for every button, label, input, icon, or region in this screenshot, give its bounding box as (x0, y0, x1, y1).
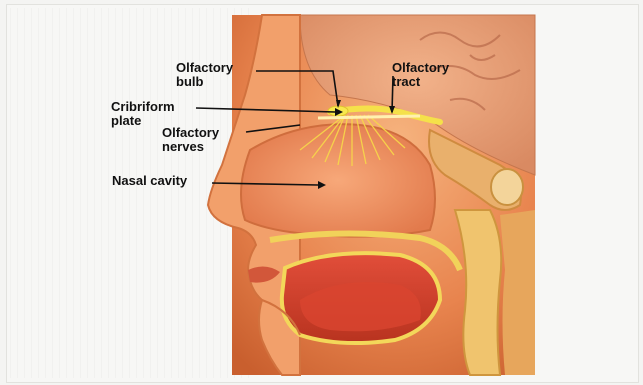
label-olfactory-nerves-line1: Olfactory (162, 126, 219, 140)
label-olfactory-bulb-line1: Olfactory (176, 61, 233, 75)
label-olfactory-tract-line2: tract (392, 75, 449, 89)
label-olfactory-bulb: Olfactory bulb (176, 61, 233, 89)
label-nasal-cavity: Nasal cavity (112, 174, 187, 188)
label-olfactory-bulb-line2: bulb (176, 75, 233, 89)
label-olfactory-nerves-line2: nerves (162, 140, 219, 154)
ear-canal (491, 169, 523, 205)
label-olfactory-tract: Olfactory tract (392, 61, 449, 89)
label-olfactory-tract-line1: Olfactory (392, 61, 449, 75)
nasal-cavity (241, 124, 435, 236)
label-olfactory-nerves: Olfactory nerves (162, 126, 219, 154)
label-cribriform-plate-line1: Cribriform (111, 100, 175, 114)
label-cribriform-plate: Cribriform plate (111, 100, 175, 128)
label-nasal-cavity-line1: Nasal cavity (112, 174, 187, 188)
cribriform-plate-shape (318, 116, 420, 118)
spine (500, 210, 535, 375)
